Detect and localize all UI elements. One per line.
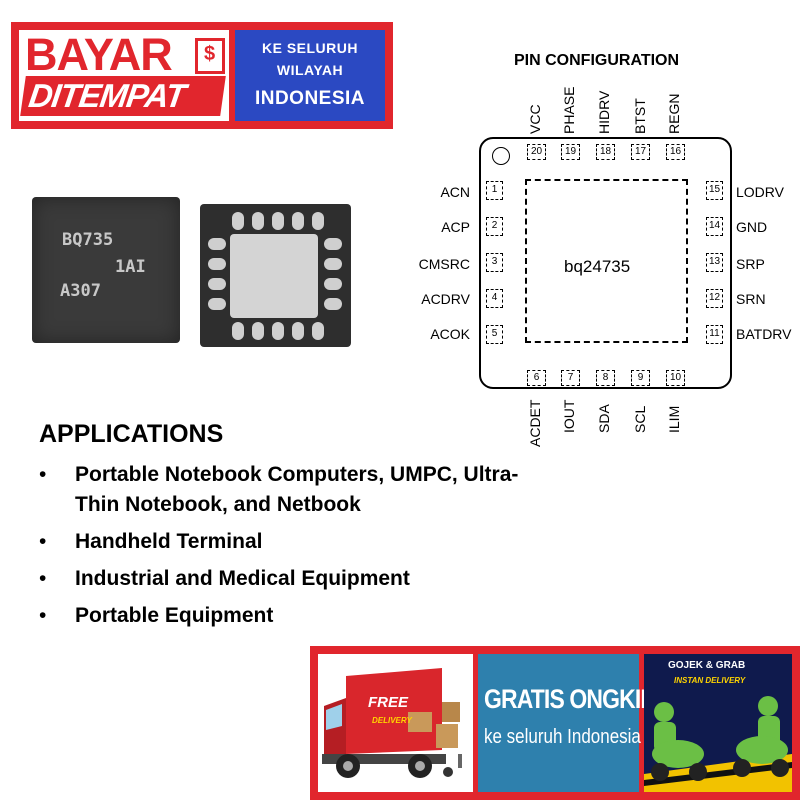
gojek-grab-sub: INSTAN DELIVERY [674, 676, 746, 685]
chip-pad [312, 212, 324, 230]
cod-banner-right: KE SELURUH WILAYAH INDONESIA [235, 30, 385, 121]
pin-label-bottom: ACDET [527, 399, 543, 447]
pin-box-left: 2 [486, 217, 503, 236]
banner-bayar-text: BAYAR [25, 29, 173, 80]
gojek-grab-panel: GOJEK & GRAB INSTAN DELIVERY [644, 654, 792, 792]
chip-pad [324, 238, 342, 250]
pin-label-top: HIDRV [596, 90, 612, 134]
pin-box-top: 20 [527, 144, 546, 160]
gratis-ongkir-sub: ke seluruh Indonesia [484, 726, 641, 748]
gratis-ongkir-panel: GRATIS ONGKIR ke seluruh Indonesia [478, 654, 657, 792]
pin-box-right: 14 [706, 217, 723, 236]
pin-label-top: BTST [632, 98, 648, 134]
ic-part-label: bq24735 [564, 257, 631, 276]
chip-pad [232, 322, 244, 340]
pin-label-bottom: SDA [596, 404, 612, 433]
pin-label-bottom: SCL [632, 405, 648, 433]
cod-banner-left: BAYAR DITEMPAT [19, 30, 229, 121]
pin-box-left: 3 [486, 253, 503, 272]
chip-marking-line3: A307 [60, 281, 101, 301]
wallet-icon [195, 38, 225, 74]
gratis-ongkir-text: GRATIS ONGKIR [484, 684, 657, 714]
couriers-scooter-icon [644, 654, 792, 792]
chip-pad [272, 322, 284, 340]
pin-box-bottom: 6 [527, 370, 546, 386]
chip-pad [232, 212, 244, 230]
gojek-grab-title: GOJEK & GRAB [668, 660, 746, 671]
pin-box-top: 17 [631, 144, 650, 160]
chip-marking-line2: 1AI [115, 257, 146, 277]
chip-marking-line1: BQ735 [62, 230, 114, 250]
pin-box-right: 13 [706, 253, 723, 272]
pin-config-title: PIN CONFIGURATION [514, 52, 680, 69]
pin-box-bottom: 8 [596, 370, 615, 386]
pin-label-left: CMSRC [418, 256, 470, 272]
chip-pad [324, 298, 342, 310]
chip-pad [208, 278, 226, 290]
chip-pad [324, 278, 342, 290]
pin-box-right: 15 [706, 181, 723, 200]
pin-box-right: 12 [706, 289, 723, 308]
pin-label-right: LODRV [736, 184, 784, 200]
pin-label-top: VCC [527, 104, 543, 134]
pin-box-left: 5 [486, 325, 503, 344]
chip-bottom-view [200, 204, 351, 347]
pin-label-left: ACN [440, 184, 470, 200]
chip-pad [292, 212, 304, 230]
chip-pad [252, 212, 264, 230]
chip-top-view: BQ735 1AI A307 [32, 197, 180, 343]
pin-label-top: REGN [666, 93, 682, 134]
cod-banner: BAYAR DITEMPAT KE SELURUH WILAYAH INDONE… [11, 22, 393, 129]
applications-list: Portable Notebook Computers, UMPC, Ultra… [38, 460, 538, 638]
application-item: Industrial and Medical Equipment [38, 564, 538, 594]
pin-label-left: ACOK [430, 326, 470, 342]
chip-exposed-pad [230, 234, 318, 318]
ic-package-outline: bq24735 20 19 18 17 16 6 7 8 9 10 1 2 3 … [479, 137, 732, 389]
pin-label-bottom: ILIM [666, 405, 682, 433]
chip-pad [272, 212, 284, 230]
banner-right-line2: WILAYAH [276, 62, 344, 78]
banner-right-line1: KE SELURUH [261, 40, 358, 56]
promo-banner: FREE DELIVERY GRATIS ONGKIR ke seluruh I… [310, 646, 800, 800]
pin-box-bottom: 10 [666, 370, 685, 386]
chip-pad [324, 258, 342, 270]
banner-right-line3: INDONESIA [254, 88, 366, 109]
free-label: FREE [368, 694, 409, 711]
free-delivery-panel: FREE DELIVERY [318, 654, 473, 792]
pin-box-left: 1 [486, 181, 503, 200]
application-item: Portable Equipment [38, 601, 538, 631]
delivery-label: DELIVERY [372, 716, 412, 725]
chip-pad [208, 298, 226, 310]
banner-ditempat-text: DITEMPAT [20, 76, 226, 116]
pin-label-right: GND [736, 219, 768, 235]
pin-label-bottom: IOUT [561, 399, 577, 433]
chip-pad [208, 238, 226, 250]
pin1-indicator-icon [492, 147, 510, 165]
application-item: Handheld Terminal [38, 527, 538, 557]
chip-pad [252, 322, 264, 340]
pin-label-right: BATDRV [736, 326, 792, 342]
applications-title: APPLICATIONS [39, 420, 224, 448]
pin-label-left: ACP [441, 219, 470, 235]
delivery-truck-icon [322, 668, 462, 778]
pin-label-right: SRN [736, 291, 766, 307]
pin-label-top: PHASE [561, 86, 577, 134]
chip-pad [312, 322, 324, 340]
application-item: Portable Notebook Computers, UMPC, Ultra… [38, 460, 538, 520]
pin-label-right: SRP [736, 256, 765, 272]
chip-pad [208, 258, 226, 270]
pin-box-bottom: 7 [561, 370, 580, 386]
chip-pad [292, 322, 304, 340]
pin-box-right: 11 [706, 325, 723, 344]
pin-box-top: 16 [666, 144, 685, 160]
ic-thermal-pad [525, 179, 688, 343]
pin-label-left: ACDRV [421, 291, 470, 307]
pin-box-top: 18 [596, 144, 615, 160]
pin-box-top: 19 [561, 144, 580, 160]
pin-box-bottom: 9 [631, 370, 650, 386]
pin-box-left: 4 [486, 289, 503, 308]
